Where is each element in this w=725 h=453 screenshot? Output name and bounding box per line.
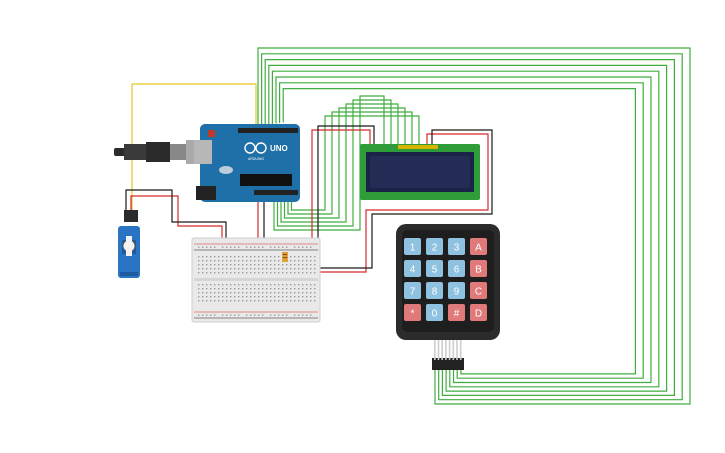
- arduino-brand-text: ARDUINO: [248, 157, 264, 161]
- keypad-key-label: #: [454, 309, 460, 320]
- keypad-key-label: 9: [454, 287, 460, 298]
- breadboard[interactable]: [191, 237, 321, 323]
- keypad-key-label: C: [475, 287, 482, 298]
- lcd-display[interactable]: [360, 144, 480, 200]
- keypad-key-label: B: [475, 265, 482, 276]
- keypad-key[interactable]: 5: [426, 260, 443, 277]
- keypad-key[interactable]: A: [470, 238, 487, 255]
- potentiometer[interactable]: [282, 252, 288, 262]
- keypad-key[interactable]: 8: [426, 282, 443, 299]
- keypad-key-label: 7: [410, 287, 416, 298]
- keypad-key[interactable]: *: [404, 304, 421, 321]
- keypad-key-label: 3: [454, 243, 460, 254]
- servo-motor[interactable]: [118, 210, 140, 278]
- keypad[interactable]: 1 2 3 A 4 5 6 B 7 8 9 C * 0 # D: [396, 224, 500, 370]
- keypad-key-label: A: [475, 243, 482, 254]
- keypad-key-label: 5: [432, 265, 438, 276]
- keypad-key-label: D: [475, 309, 482, 320]
- keypad-key[interactable]: #: [448, 304, 465, 321]
- keypad-key-label: 2: [432, 243, 438, 254]
- pot-wire-2: [317, 125, 375, 246]
- arduino-logo-icon: [244, 142, 267, 154]
- keypad-connector: [432, 340, 464, 370]
- keypad-key[interactable]: 0: [426, 304, 443, 321]
- keypad-key[interactable]: 3: [448, 238, 465, 255]
- keypad-key[interactable]: 6: [448, 260, 465, 277]
- keypad-key-label: 6: [454, 265, 460, 276]
- keypad-wires: [257, 47, 691, 405]
- keypad-key[interactable]: D: [470, 304, 487, 321]
- breadboard-holes: [198, 246, 316, 316]
- usb-cable: [114, 140, 204, 164]
- arduino-logo-text: UNO: [270, 144, 288, 153]
- keypad-key[interactable]: 4: [404, 260, 421, 277]
- arduino-uno[interactable]: UNO ARDUINO: [194, 124, 300, 202]
- keypad-key[interactable]: B: [470, 260, 487, 277]
- keypad-key[interactable]: C: [470, 282, 487, 299]
- keypad-key-label: 0: [432, 309, 438, 320]
- keypad-key-label: 4: [410, 265, 416, 276]
- keypad-keys: 1 2 3 A 4 5 6 B 7 8 9 C * 0 # D: [404, 238, 487, 321]
- keypad-key-label: *: [411, 309, 415, 320]
- pot-wire-1: [311, 129, 371, 246]
- keypad-key[interactable]: 7: [404, 282, 421, 299]
- keypad-key[interactable]: 9: [448, 282, 465, 299]
- keypad-key-label: 1: [410, 243, 416, 254]
- keypad-key[interactable]: 2: [426, 238, 443, 255]
- servo-ground-wire: [125, 189, 227, 240]
- servo-power-wire: [130, 195, 223, 240]
- keypad-key-label: 8: [432, 287, 438, 298]
- keypad-key[interactable]: 1: [404, 238, 421, 255]
